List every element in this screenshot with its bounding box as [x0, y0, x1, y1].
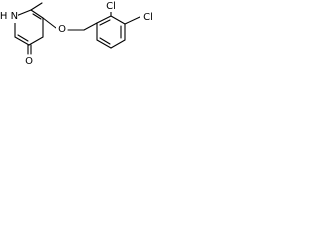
dichlorophenyl-ring [96, 10, 141, 49]
bond-b4-b5 [110, 39, 126, 49]
bond-c3-o [42, 17, 57, 29]
pyridinone-ring [14, 2, 44, 55]
bond-b2-b3 [110, 15, 126, 25]
ketone-oxygen-label: O [25, 56, 33, 67]
bond-c4-c5 [28, 36, 44, 46]
bond-b1-b2 [96, 15, 112, 24]
double-bond-b5-b6 [99, 37, 111, 45]
double-bond-c2-c3 [32, 13, 42, 20]
label-mask-chlorine-ortho [103, 1, 119, 12]
bond-c5-c6 [14, 36, 30, 46]
methyl-bond [30, 2, 43, 11]
chemical-structure-diagram: H N O O Cl Cl [0, 1, 157, 67]
hydrogen-symbol: H [0, 11, 7, 22]
bond-b3-cl [124, 16, 141, 25]
bond-b5-b6 [96, 39, 112, 49]
label-mask-ketone-oxygen [24, 55, 34, 67]
double-bond-b1-b2 [99, 19, 111, 26]
nitrogen-hydrogen-label: H N [0, 11, 18, 22]
bond-ch2-ring [83, 22, 98, 31]
atom-labels: H N O O Cl Cl [0, 1, 157, 67]
label-mask-ether-oxygen [56, 23, 67, 36]
bond-n1-c2 [15, 9, 32, 17]
chlorine-ortho-label: Cl [106, 1, 116, 12]
chlorine-para-label: Cl [143, 12, 153, 23]
label-mask-chlorine-para [140, 11, 157, 23]
bond-c2-c3 [30, 9, 44, 19]
nitrogen-symbol: N [11, 11, 18, 22]
label-mask-nh [3, 11, 18, 23]
ether-oxygen-label: O [58, 24, 66, 35]
ether-linker [42, 17, 98, 31]
double-bond-c5-c6 [17, 34, 29, 42]
